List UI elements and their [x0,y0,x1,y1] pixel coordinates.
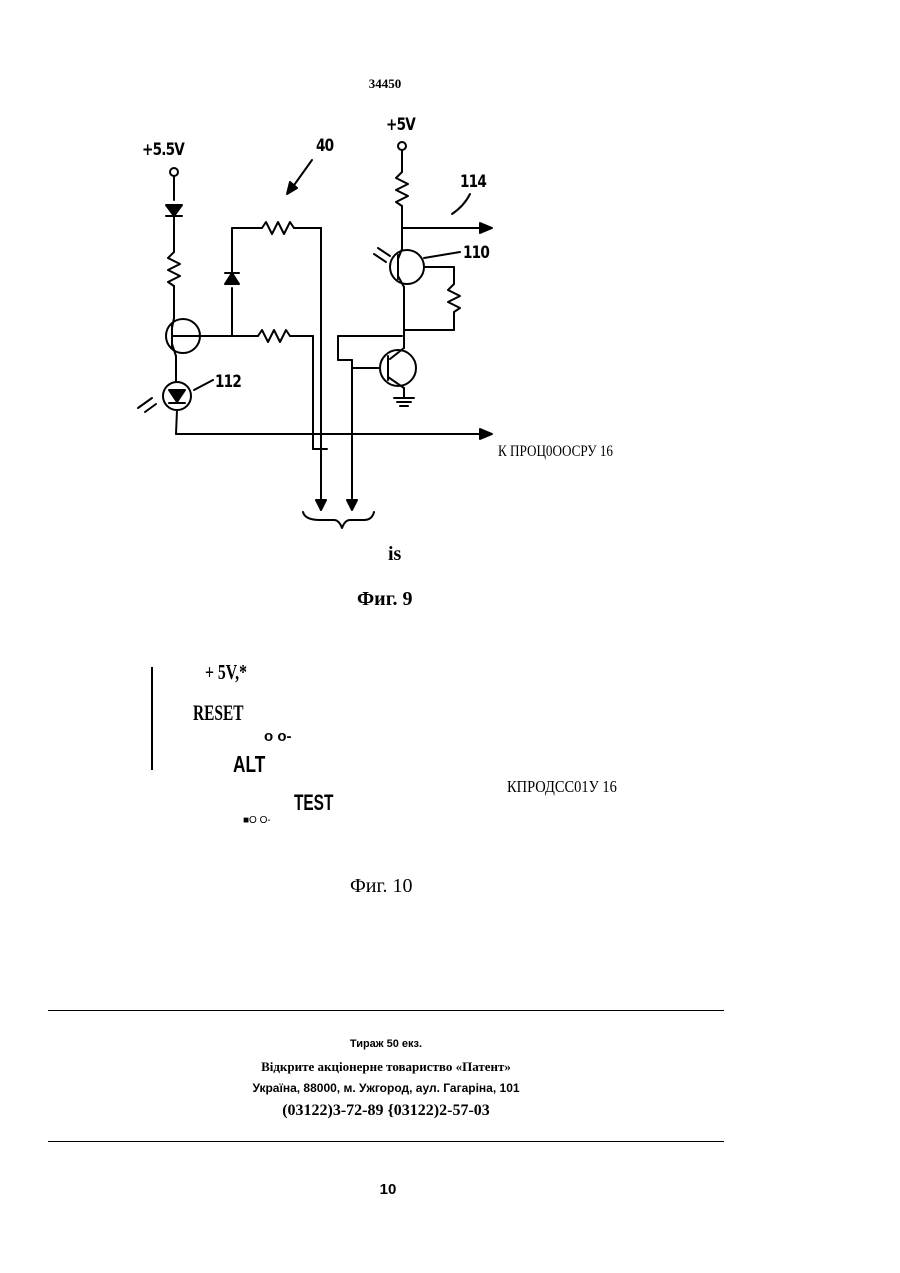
left-supply-terminal [170,168,178,176]
page-number: 10 [0,1181,776,1198]
phototransistor-110 [390,250,424,284]
ref-112-label: 112 [215,372,241,392]
figure-9-circuit-diagram [130,110,650,530]
pullup-resistor [396,172,408,206]
figure-10-test-switch: ■O O- [243,815,271,826]
figure-10-left-border [151,667,153,770]
base-resistor [448,284,460,312]
figure-10-reset-switch: o o- [264,728,292,745]
figure-10-supply-label: + 5V,* [205,660,247,685]
footer-address: Україна, 88000, м. Ужгород, аул. Гагарін… [0,1081,772,1095]
supply-right-label: +5V [386,115,415,135]
left-resistor [168,252,180,286]
footer-print-run: Тираж 50 екз. [0,1038,772,1050]
footer-top-rule [48,1010,724,1011]
feedback-diode [225,273,239,284]
footer-bottom-rule [48,1141,724,1142]
ref-40-label: 40 [316,136,333,156]
figure-10-reset-label: RESET [193,700,244,726]
ref-110-label: 110 [463,243,489,263]
figure-9-caption: Фиг. 9 [357,588,413,611]
figure-9-is-label: is [388,543,401,566]
lower-right-transistor [380,350,416,386]
supply-diode [166,205,182,216]
figure-10-caption: Фиг. 10 [350,875,412,898]
patent-number: 34450 [0,76,770,92]
output-to-processor-label: К ПРОЦ0ООСРУ 16 [498,443,613,461]
supply-left-label: +5.5V [142,140,184,160]
right-supply-terminal [398,142,406,150]
figure-10-processor-label: КПРОДСС01У 16 [507,777,617,797]
figure-10-test-label: TEST [294,790,333,816]
footer-organization: Відкрите акціонерне товариство «Патент» [0,1059,772,1075]
figure-10-alt-label: ALT [233,751,265,778]
footer-phones: (03122)3-72-89 {03122)2-57-03 [0,1102,772,1120]
ref-114-label: 114 [460,172,486,192]
bottom-brace [303,512,374,528]
output-arrow [480,429,492,439]
